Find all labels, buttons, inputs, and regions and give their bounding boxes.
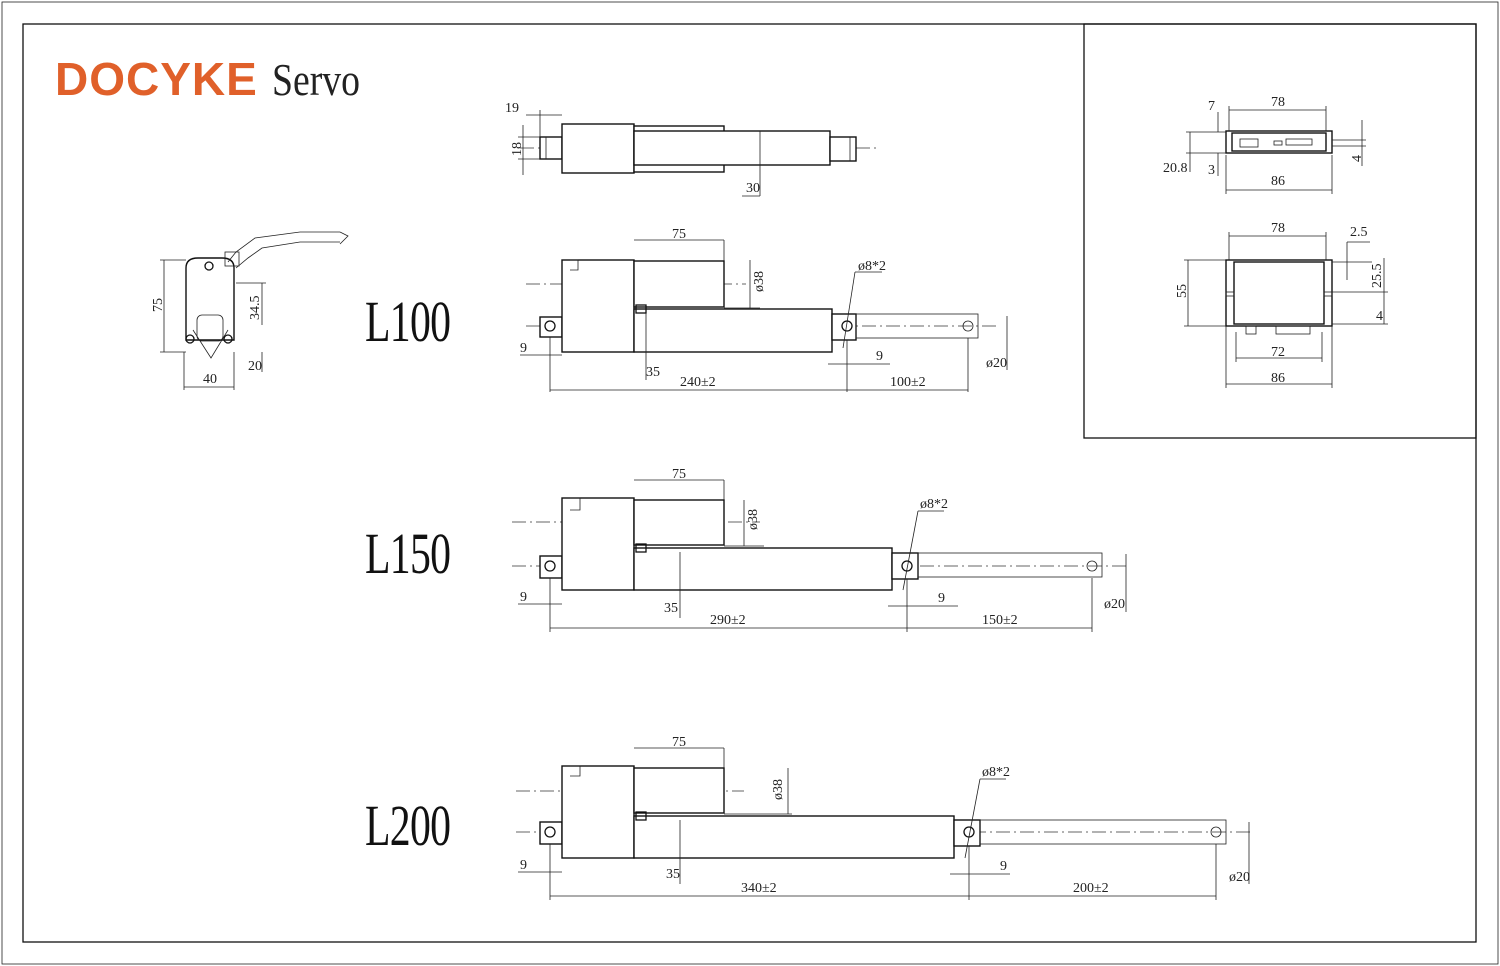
ctrl-top-86: 86 — [1271, 174, 1285, 189]
l150-dim-diameter38: ø38 — [746, 509, 761, 530]
l100-dim-75: 75 — [672, 227, 686, 242]
dim-side-75: 75 — [151, 298, 166, 312]
controller-frame — [1083, 23, 1477, 439]
l200-dim-diameter38: ø38 — [771, 779, 786, 800]
l200-dim-stroke: 200±2 — [1073, 881, 1109, 896]
l150-dim-retracted: 290±2 — [710, 613, 746, 628]
brand-name: DOCYKE — [55, 53, 258, 105]
controller-front-view: 78 55 2.5 25.5 4 72 86 — [1175, 221, 1388, 388]
l100-dim-end9: 9 — [876, 349, 883, 364]
dim-top-18: 18 — [510, 142, 525, 156]
l100-dim-tail9: 9 — [520, 341, 527, 356]
model-label-l150: L150 — [365, 521, 451, 586]
l200-dim-retracted: 340±2 — [741, 881, 777, 896]
l100-dim-diameter38: ø38 — [752, 271, 767, 292]
ctrl-front-78: 78 — [1271, 221, 1285, 236]
actuator-l200: 75 ø38 ø8*2 9 9 35 340±2 200±2 ø20 — [516, 735, 1250, 900]
ctrl-front-55: 55 — [1175, 284, 1190, 298]
l200-dim-rod: ø20 — [1229, 870, 1250, 885]
l100-dim-hole: ø8*2 — [858, 259, 886, 274]
ctrl-front-2-5: 2.5 — [1350, 225, 1368, 240]
model-label-l200: L200 — [365, 793, 451, 858]
actuator-l150: 75 ø38 ø8*2 9 9 35 290±2 150±2 ø20 — [512, 467, 1130, 632]
l200-dim-hole: ø8*2 — [982, 765, 1010, 780]
ctrl-front-4: 4 — [1376, 309, 1383, 324]
dim-side-34-5: 34.5 — [248, 296, 263, 321]
ctrl-top-4: 4 — [1350, 155, 1365, 162]
l200-dim-75: 75 — [672, 735, 686, 750]
top-view-drawing: 19 18 30 — [505, 101, 880, 197]
ctrl-front-72: 72 — [1271, 345, 1285, 360]
ctrl-top-7: 7 — [1208, 99, 1215, 114]
l100-dim-retracted: 240±2 — [680, 375, 716, 390]
inner-frame — [22, 23, 1477, 943]
dim-top-30: 30 — [746, 181, 760, 196]
l150-dim-rod: ø20 — [1104, 597, 1125, 612]
actuator-l100: 75 ø38 ø8*2 9 9 35 240±2 100±2 ø20 — [520, 227, 1008, 392]
ctrl-front-25-5: 25.5 — [1370, 264, 1385, 289]
l100-dim-rod: ø20 — [986, 356, 1007, 371]
l100-dim-stroke: 100±2 — [890, 375, 926, 390]
l150-dim-end9: 9 — [938, 591, 945, 606]
ctrl-front-86: 86 — [1271, 371, 1285, 386]
controller-top-view: 78 7 20.8 3 86 4 — [1163, 95, 1366, 194]
l150-dim-35: 35 — [664, 601, 678, 616]
brand-subtitle: Servo — [271, 54, 360, 105]
l100-dim-35: 35 — [646, 365, 660, 380]
l200-dim-end9: 9 — [1000, 859, 1007, 874]
ctrl-top-3: 3 — [1208, 163, 1215, 178]
l200-dim-35: 35 — [666, 867, 680, 882]
l150-dim-75: 75 — [672, 467, 686, 482]
l150-dim-hole: ø8*2 — [920, 497, 948, 512]
ctrl-top-20-8: 20.8 — [1163, 161, 1188, 176]
l150-dim-stroke: 150±2 — [982, 613, 1018, 628]
l150-dim-tail9: 9 — [520, 590, 527, 605]
brand-logo: DOCYKE Servo — [55, 52, 379, 112]
dim-side-20: 20 — [248, 359, 262, 374]
model-label-l100: L100 — [365, 289, 451, 354]
dim-side-40: 40 — [203, 372, 217, 387]
side-view-drawing: 75 34.5 20 40 — [151, 231, 349, 390]
dim-top-19: 19 — [505, 101, 519, 116]
ctrl-top-78: 78 — [1271, 95, 1285, 110]
l200-dim-tail9: 9 — [520, 858, 527, 873]
